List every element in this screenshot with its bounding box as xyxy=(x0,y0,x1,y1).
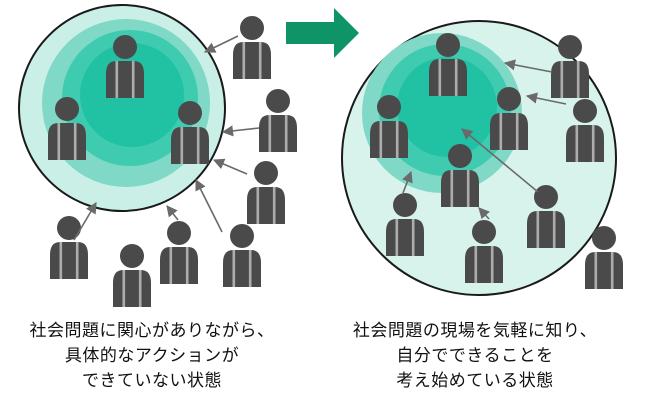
caption-left-line-1: 社会問題に関心がありながら、 xyxy=(29,321,275,341)
caption-right-line-1: 社会問題の現場を気軽に知り、 xyxy=(352,321,598,341)
person-icon xyxy=(233,16,271,79)
caption-right-line-3: 考え始めている状態 xyxy=(396,371,554,391)
arrow xyxy=(525,92,567,105)
arrow xyxy=(503,59,553,73)
person-icon xyxy=(113,244,151,307)
arrow xyxy=(212,158,248,175)
right-arrows xyxy=(402,59,567,220)
right-group xyxy=(341,20,623,296)
arrow xyxy=(221,125,260,137)
left-group xyxy=(18,4,297,307)
person-icon xyxy=(259,89,297,152)
person-icon xyxy=(160,221,198,284)
arrow xyxy=(402,170,413,194)
arrow xyxy=(166,205,179,221)
right-arrow-icon xyxy=(286,8,359,58)
arrow xyxy=(461,128,539,193)
arrow xyxy=(195,178,223,233)
caption-left-line-2: 具体的なアクションが xyxy=(64,346,240,366)
caption-right-line-2: 自分でできることを xyxy=(396,346,554,366)
caption-left-line-3: できていない状態 xyxy=(82,371,222,391)
arrow xyxy=(203,35,239,53)
person-icon xyxy=(223,224,261,287)
arrow xyxy=(478,207,490,220)
caption-left: 社会問題に関心がありながら、 具体的なアクションが できていない状態 xyxy=(2,319,302,394)
person-icon xyxy=(247,161,285,224)
caption-right: 社会問題の現場を気軽に知り、 自分でできることを 考え始めている状態 xyxy=(325,319,625,394)
left-arrows xyxy=(73,35,260,241)
arrow xyxy=(73,202,97,241)
